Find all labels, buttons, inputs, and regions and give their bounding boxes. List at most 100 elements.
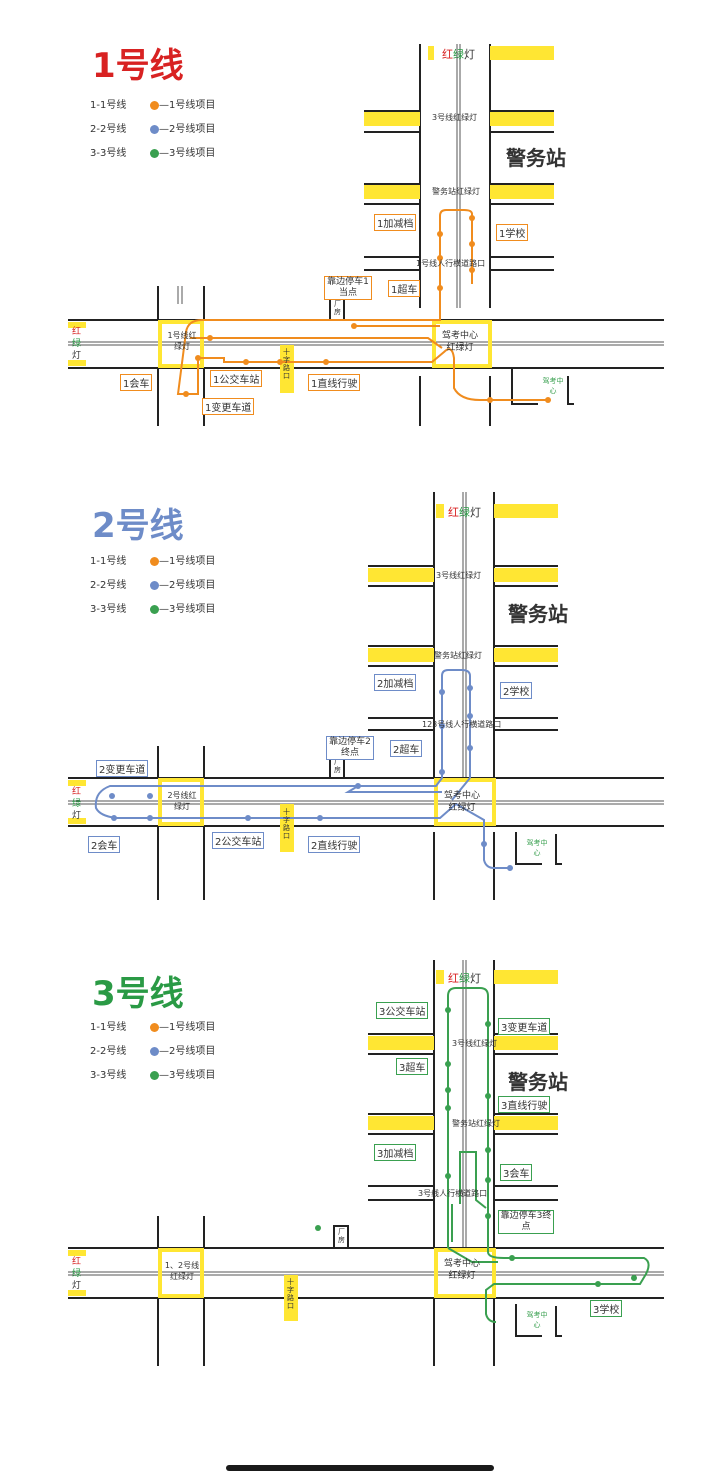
item-label: 1会车 bbox=[120, 374, 153, 391]
yellow-blocks bbox=[68, 46, 554, 393]
left-traffic-light: 红绿灯 bbox=[72, 1257, 82, 1291]
legend-dot-blue bbox=[150, 124, 159, 134]
intersection-boxes bbox=[158, 1248, 496, 1298]
route-map-line-2: 2号线 1-1号线—1号线项目 2-2号线—2号线项目 3-3号线—3号线项目 … bbox=[68, 486, 664, 900]
item-label: 靠边停车3终点 bbox=[498, 1210, 554, 1234]
exam-center-light: 驾考中心红绿灯 bbox=[442, 331, 479, 353]
police-station: 警务站 bbox=[506, 146, 566, 170]
police-station: 警务站 bbox=[508, 1070, 568, 1094]
legend-label: —1号线项目 bbox=[159, 100, 216, 111]
item-label: 2超车 bbox=[390, 740, 423, 757]
crosswalk-label: 3号线人行横道路口 bbox=[418, 1189, 488, 1198]
item-label: 3变更车道 bbox=[498, 1018, 551, 1035]
item-label: 3超车 bbox=[396, 1058, 429, 1075]
legend-code: 2-2号线 bbox=[90, 580, 127, 591]
item-label: 3公交车站 bbox=[376, 1002, 429, 1019]
home-indicator[interactable] bbox=[226, 1465, 494, 1471]
legend-label: —1号线项目 bbox=[159, 556, 216, 567]
station-light-label: 警务站红绿灯 bbox=[434, 651, 482, 660]
item-label: 1超车 bbox=[388, 280, 421, 297]
legend-label: —2号线项目 bbox=[159, 124, 216, 135]
item-label: 1公交车站 bbox=[210, 370, 263, 387]
crossroad-label: 十字路口 bbox=[283, 808, 290, 840]
legend-label: —3号线项目 bbox=[159, 604, 216, 615]
legend-code: 3-3号线 bbox=[90, 148, 127, 159]
line3-light-label: 3号线红绿灯 bbox=[452, 1039, 498, 1048]
route-stops bbox=[315, 1007, 637, 1287]
left-intersection-light: 2号线红绿灯 bbox=[167, 791, 197, 811]
item-label: 1直线行驶 bbox=[308, 374, 361, 391]
legend-dot-orange bbox=[150, 100, 159, 110]
crosswalk-label: 1号线人行横道路口 bbox=[416, 259, 486, 268]
item-label: 3直线行驶 bbox=[498, 1096, 551, 1113]
station-light-label: 警务站红绿灯 bbox=[432, 187, 480, 196]
left-intersection-light: 1、2号线红绿灯 bbox=[164, 1261, 200, 1281]
route bbox=[447, 987, 650, 1323]
legend: 1-1号线—1号线项目 2-2号线—2号线项目 3-3号线—3号线项目 bbox=[90, 1016, 215, 1088]
legend-dot-orange bbox=[150, 556, 159, 566]
left-traffic-light: 红绿灯 bbox=[72, 327, 82, 361]
legend-code: 2-2号线 bbox=[90, 124, 127, 135]
item-label: 3会车 bbox=[500, 1164, 533, 1181]
legend-label: —3号线项目 bbox=[159, 148, 216, 159]
route-stops bbox=[109, 685, 513, 871]
line-title: 1号线 bbox=[92, 46, 184, 86]
route-map-line-3: 3号线 1-1号线—1号线项目 2-2号线—2号线项目 3-3号线—3号线项目 … bbox=[68, 952, 664, 1366]
factory-label: 厂房 bbox=[338, 1228, 345, 1244]
item-label: 3学校 bbox=[590, 1300, 623, 1317]
legend-dot-green bbox=[150, 148, 159, 158]
item-label: 1加减档 bbox=[374, 214, 417, 231]
crossroad-label: 十字路口 bbox=[287, 1278, 294, 1310]
exam-center-box: 驾考中心 bbox=[526, 1311, 548, 1329]
item-label: 2学校 bbox=[500, 682, 533, 699]
item-label: 2加减档 bbox=[374, 674, 417, 691]
legend-dot-green bbox=[150, 1070, 159, 1080]
legend: 1-1号线 —1号线项目 2-2号线 —2号线项目 3-3号线 —3号线项目 bbox=[90, 550, 215, 622]
legend-label: —2号线项目 bbox=[159, 580, 216, 591]
exam-center-light: 驾考中心红绿灯 bbox=[444, 1259, 481, 1281]
item-label: 2变更车道 bbox=[96, 760, 149, 777]
line3-light-label: 3号线红绿灯 bbox=[432, 113, 478, 122]
yellow-blocks bbox=[68, 970, 558, 1321]
legend-dot-blue bbox=[150, 1046, 159, 1056]
legend-dot-green bbox=[150, 604, 159, 614]
police-station: 警务站 bbox=[508, 602, 568, 626]
yellow-blocks bbox=[68, 504, 558, 852]
route-map-line-1: 1号线 1-1号线—1号线项目 2-2号线—2号线项目 3-3号线—3号线项目 … bbox=[68, 8, 664, 426]
legend-code: 1-1号线 bbox=[90, 556, 127, 567]
item-label: 3加减档 bbox=[374, 1144, 417, 1161]
factory-label: 厂房 bbox=[334, 758, 341, 774]
legend-dot-orange bbox=[150, 1022, 159, 1032]
item-label: 靠边停车2终点 bbox=[326, 736, 374, 760]
item-label: 1变更车道 bbox=[202, 398, 255, 415]
legend-dot-blue bbox=[150, 580, 159, 590]
left-traffic-light: 红绿灯 bbox=[72, 787, 82, 821]
legend: 1-1号线 —1号线项目 2-2号线 —2号线项目 3-3号线 —3号线项目 bbox=[90, 94, 215, 166]
legend-code: 3-3号线 bbox=[90, 1070, 127, 1081]
top-traffic-light: 红绿灯 bbox=[448, 506, 481, 519]
line-title: 2号线 bbox=[92, 506, 184, 546]
route-stops bbox=[183, 215, 551, 403]
crossroad-label: 十字路口 bbox=[283, 348, 290, 380]
intersection-boxes bbox=[158, 778, 496, 826]
item-label: 1学校 bbox=[496, 224, 529, 241]
line-title: 3号线 bbox=[92, 974, 184, 1014]
exam-center-box: 驾考中心 bbox=[526, 839, 548, 857]
exam-center-light: 驾考中心红绿灯 bbox=[444, 791, 481, 813]
line3-light-label: 3号线红绿灯 bbox=[436, 571, 482, 580]
legend-code: 1-1号线 bbox=[90, 100, 127, 111]
item-label: 靠边停车1当点 bbox=[324, 276, 372, 300]
legend-label: —3号线项目 bbox=[159, 1070, 216, 1081]
item-label: 2直线行驶 bbox=[308, 836, 361, 853]
exam-center-box: 驾考中心 bbox=[542, 377, 564, 395]
station-light-label: 警务站红绿灯 bbox=[452, 1119, 500, 1128]
item-label: 2会车 bbox=[88, 836, 121, 853]
item-label: 2公交车站 bbox=[212, 832, 265, 849]
legend-code: 1-1号线 bbox=[90, 1022, 127, 1033]
legend-code: 2-2号线 bbox=[90, 1046, 127, 1057]
crosswalk-label: 123号线人行横道路口 bbox=[422, 720, 502, 729]
left-intersection-light: 1号线红绿灯 bbox=[167, 331, 197, 351]
legend-label: —1号线项目 bbox=[159, 1022, 216, 1033]
factory-label: 厂房 bbox=[334, 300, 341, 316]
legend-code: 3-3号线 bbox=[90, 604, 127, 615]
